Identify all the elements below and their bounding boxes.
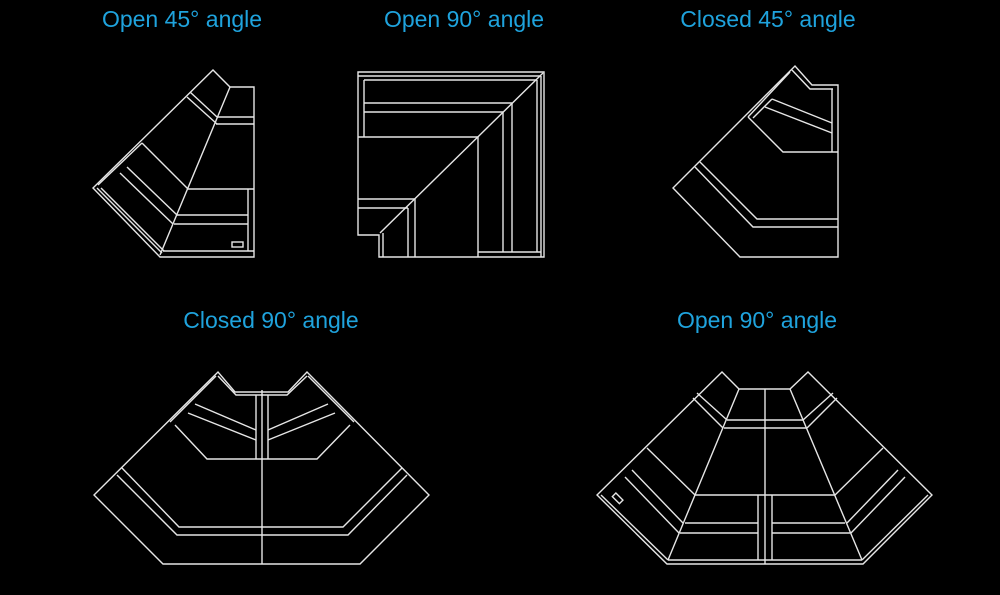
drawing-closed-90 xyxy=(93,370,430,565)
drawing-open-90-bottom xyxy=(596,371,933,565)
title-open-45: Open 45° angle xyxy=(101,6,263,32)
title-open-90-top: Open 90° angle xyxy=(383,6,545,32)
drawing-closed-45 xyxy=(672,64,839,258)
title-closed-45: Closed 45° angle xyxy=(680,6,856,32)
drawing-open-90-top xyxy=(357,71,545,258)
title-open-90-bottom: Open 90° angle xyxy=(676,307,838,333)
title-closed-90: Closed 90° angle xyxy=(183,307,359,333)
drawing-open-45 xyxy=(92,69,255,258)
